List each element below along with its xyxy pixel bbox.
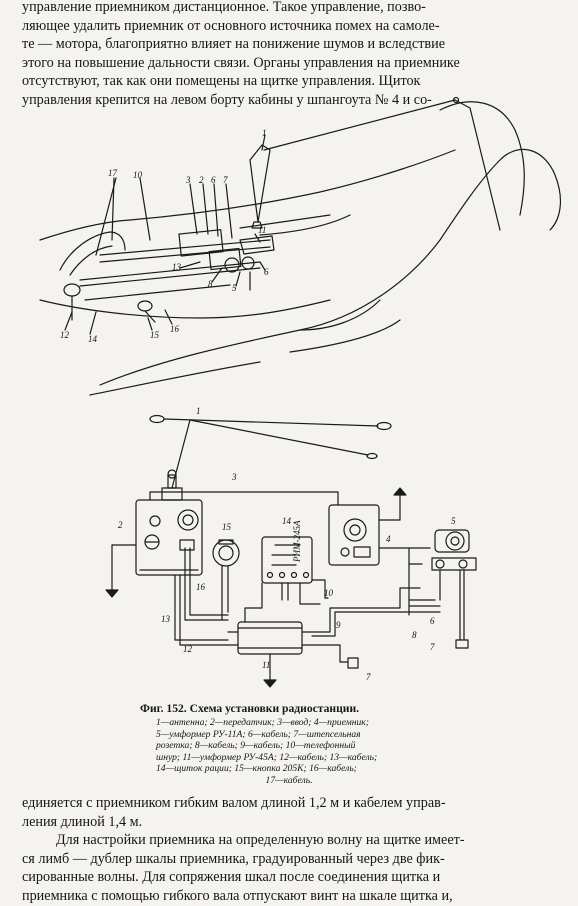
callout-label: 6 xyxy=(430,616,435,626)
text-line: ления длиной 1,4 м. xyxy=(22,813,143,830)
callout-label: 1 xyxy=(196,406,201,416)
callout-label: 11 xyxy=(258,225,266,235)
figure-caption-title: Фиг. 152. Схема установки радиостанции. xyxy=(140,702,360,715)
callout-label: 10 xyxy=(324,588,334,598)
aircraft-illustration xyxy=(39,96,562,396)
text-line: единяется с приемником гибким валом длин… xyxy=(22,795,446,811)
callout-label: 17 xyxy=(108,168,118,178)
callout-label: 7 xyxy=(366,672,371,682)
radio-schematic: РИМ-245А xyxy=(105,414,477,688)
callout-label: 3 xyxy=(185,175,191,185)
legend-line: розетка; 8—кабель; 9—кабель; 10—телефонн… xyxy=(156,740,356,752)
callout-label: 6 xyxy=(264,267,269,277)
schematic-callouts: 1 3 2 15 14 4 5 16 10 13 12 11 9 8 6 7 7 xyxy=(118,406,456,682)
callout-label: 15 xyxy=(222,522,232,532)
text-line: Для настройки приемника на определенную … xyxy=(56,832,465,849)
text-line: сированные волны. Для сопряжения шкал по… xyxy=(22,869,441,886)
legend-line: 14—щиток рации; 15—кнопка 205К; 16—кабел… xyxy=(156,763,357,775)
text-line: отсутствуют, так как они помещены на щит… xyxy=(22,73,421,90)
callout-label: 1 xyxy=(262,128,267,138)
callout-label: 11 xyxy=(262,660,270,670)
callout-label: 6 xyxy=(211,175,216,185)
bottom-paragraph: единяется с приемником гибким валом длин… xyxy=(22,794,552,906)
callout-label: 16 xyxy=(170,324,180,334)
callout-label: 13 xyxy=(172,262,182,272)
callout-label: 2 xyxy=(118,520,123,530)
text-line: ляющее удалить приемник от основного ист… xyxy=(22,17,440,34)
callout-label: 15 xyxy=(150,330,160,340)
text-line: те — мотора, благоприятно влияет на пони… xyxy=(22,36,445,53)
callout-label: 7 xyxy=(430,642,435,652)
aircraft-callouts: 1 17 10 3 2 6 7 11 13 8 5 6 12 14 15 16 xyxy=(60,128,269,344)
callout-label: 3 xyxy=(231,472,237,482)
callout-label: 14 xyxy=(88,334,98,344)
text-line: ся лимб — дублер шкалы приемника, градуи… xyxy=(22,850,445,867)
callout-label: 8 xyxy=(412,630,417,640)
callout-label: 12 xyxy=(60,330,70,340)
callout-label: 5 xyxy=(232,283,237,293)
panel-text: РИМ-245А xyxy=(292,520,302,563)
callout-label: 10 xyxy=(133,170,143,180)
text-line: управления крепится на левом борту кабин… xyxy=(22,91,432,108)
legend-line: 1—антенна; 2—передатчик; 3—ввод; 4—прием… xyxy=(156,717,369,728)
text-line: этого на повышение дальности связи. Орга… xyxy=(22,54,460,71)
callout-label: 14 xyxy=(282,516,292,526)
figure-legend: 1—антенна; 2—передатчик; 3—ввод; 4—прием… xyxy=(156,717,422,787)
legend-line: 5—умформер РУ-11А; 6—кабель; 7—штепсельн… xyxy=(156,728,361,740)
callout-label: 8 xyxy=(208,279,213,289)
callout-label: 13 xyxy=(161,614,171,624)
callout-label: 2 xyxy=(199,175,204,185)
callout-label: 5 xyxy=(451,516,456,526)
callout-label: 4 xyxy=(386,534,391,544)
callout-label: 16 xyxy=(196,582,206,592)
legend-line: шнур; 11—умформер РУ-45А; 12—кабель; 13—… xyxy=(156,751,378,763)
legend-line: 17—кабель. xyxy=(265,774,313,786)
callout-label: 7 xyxy=(223,175,228,185)
callout-label: 9 xyxy=(336,620,341,630)
top-paragraph: управление приемником дистанционное. Так… xyxy=(22,0,552,110)
text-line: приемника с помощью гибкого вала отпуска… xyxy=(22,887,453,904)
callout-label: 12 xyxy=(183,644,193,654)
text-line: управление приемником дистанционное. Так… xyxy=(22,0,426,15)
